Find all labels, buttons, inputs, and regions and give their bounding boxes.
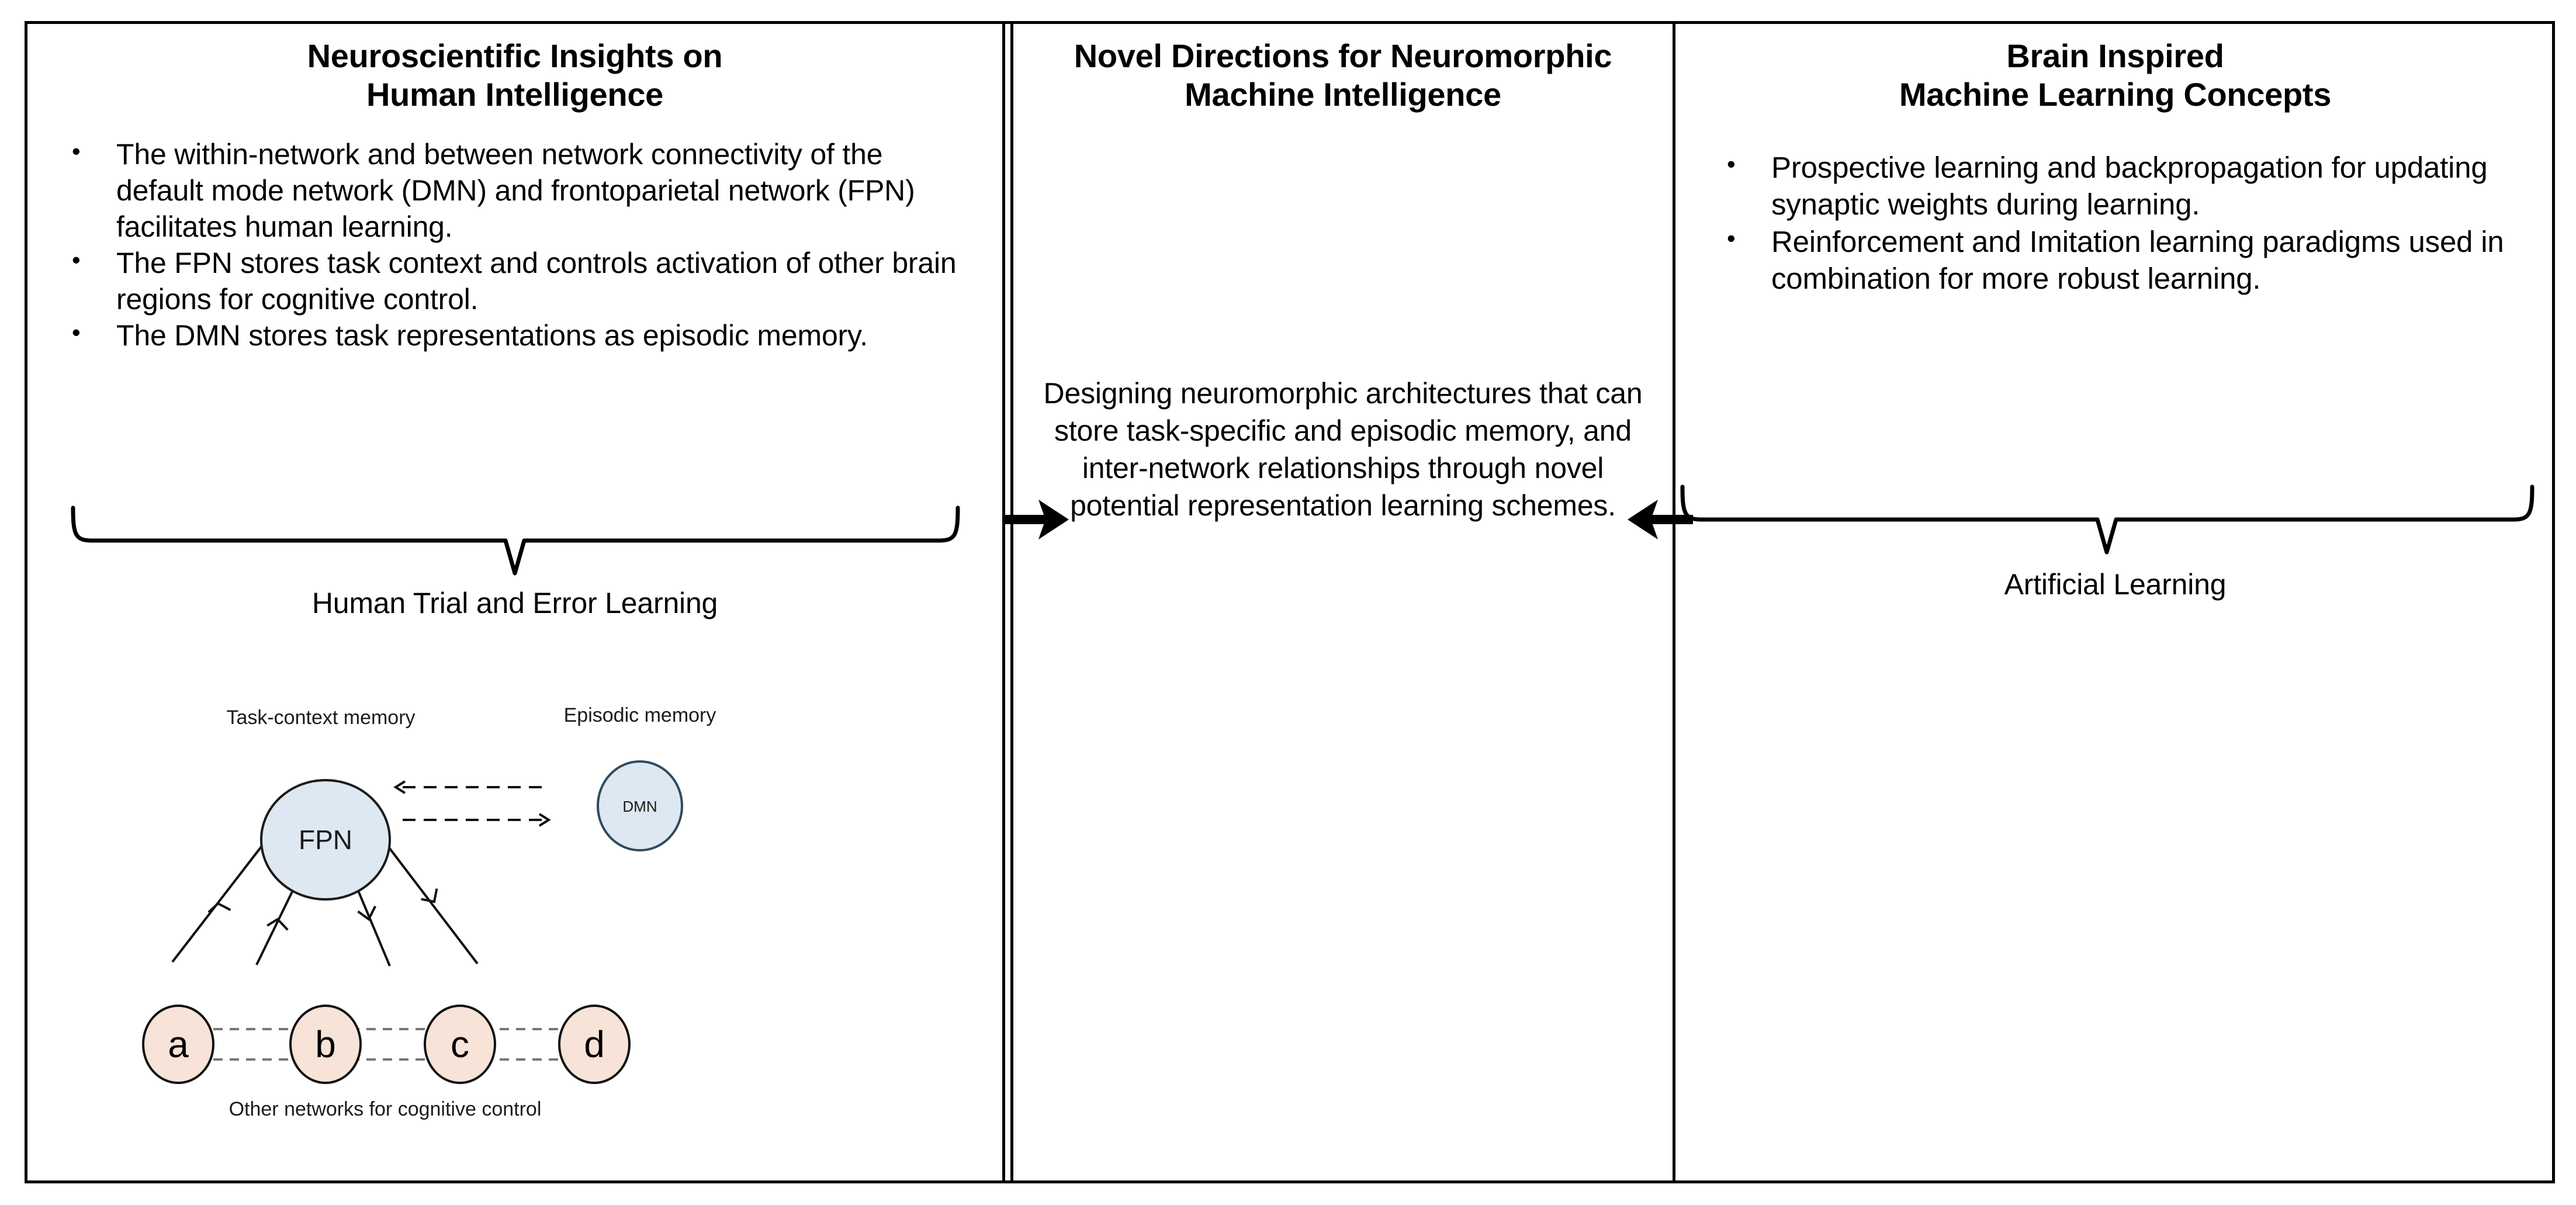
bullet-glyph: • <box>1727 224 1736 252</box>
column-divider-right <box>1673 24 1675 1180</box>
list-item: • Reinforcement and Imitation learning p… <box>1727 223 2542 297</box>
column-title-novel-directions: Novel Directions for Neuromorphic Machin… <box>1074 37 1612 113</box>
brace-caption-artificial-learning: Artificial Learning <box>2004 568 2227 601</box>
network-diagram: Task-context memory Episodic memory <box>133 696 951 1164</box>
node-a: a <box>142 1005 214 1084</box>
bullet-text: Prospective learning and backpropagation… <box>1771 151 2488 221</box>
bullet-text: The FPN stores task context and controls… <box>116 247 957 316</box>
list-item: • The within-network and between network… <box>72 136 965 245</box>
bullet-text: The DMN stores task representations as e… <box>116 319 868 352</box>
brace-group-human-learning: Human Trial and Error Learning <box>27 504 1002 620</box>
column-title-neuroscientific-insights: Neuroscientific Insights on Human Intell… <box>307 37 723 113</box>
bullet-glyph: • <box>72 137 81 165</box>
node-label-fpn: FPN <box>299 825 352 855</box>
node-label-c: c <box>451 1023 469 1065</box>
diagram-label-task-context-memory: Task-context memory <box>226 707 415 729</box>
node-b: b <box>289 1005 362 1084</box>
bullet-glyph: • <box>72 246 81 274</box>
arrow-left-icon <box>1617 491 1693 550</box>
edge-leaf-dashed-links <box>213 1028 571 1061</box>
node-label-b: b <box>315 1023 336 1065</box>
column-divider-left-inner <box>1010 24 1013 1180</box>
node-dmn: DMN <box>597 760 683 851</box>
bullet-text: Reinforcement and Imitation learning par… <box>1771 224 2504 295</box>
node-label-a: a <box>168 1023 189 1065</box>
column-neuroscientific-insights: Neuroscientific Insights on Human Intell… <box>27 24 1002 1180</box>
curly-brace-icon <box>71 505 960 576</box>
diagram-label-other-networks: Other networks for cognitive control <box>229 1098 542 1120</box>
brace-group-artificial-learning: Artificial Learning <box>1675 483 2555 601</box>
arrow-right-icon <box>1003 491 1074 550</box>
node-d: d <box>558 1005 631 1084</box>
diagram-label-episodic-memory: Episodic memory <box>564 704 716 726</box>
node-label-dmn: DMN <box>622 798 657 815</box>
edge-fpn-dmn-bidirectional <box>393 780 551 827</box>
brace-caption-human-trial-and-error-learning: Human Trial and Error Learning <box>311 587 718 619</box>
bullet-glyph: • <box>72 318 81 347</box>
list-item: • The FPN stores task context and contro… <box>72 245 965 317</box>
curly-brace-icon <box>1680 484 2535 555</box>
node-c: c <box>424 1005 496 1084</box>
column-brain-inspired-ml: Brain Inspired Machine Learning Concepts… <box>1675 24 2555 1180</box>
novel-directions-body-text: Designing neuromorphic architectures tha… <box>1043 377 1643 522</box>
column-novel-directions: Novel Directions for Neuromorphic Machin… <box>1013 24 1673 1180</box>
figure-frame: Neuroscientific Insights on Human Intell… <box>25 21 2555 1183</box>
bullet-list-brain-inspired: • Prospective learning and backpropagati… <box>1675 149 2555 297</box>
bullet-text: The within-network and between network c… <box>116 138 915 244</box>
column-divider-left-outer <box>1002 24 1005 1180</box>
list-item: • The DMN stores task representations as… <box>72 317 965 354</box>
column-title-brain-inspired-ml: Brain Inspired Machine Learning Concepts <box>1899 37 2332 113</box>
node-label-d: d <box>584 1023 605 1065</box>
node-fpn: FPN <box>260 779 391 901</box>
list-item: • Prospective learning and backpropagati… <box>1727 149 2542 223</box>
bullet-glyph: • <box>1727 150 1736 178</box>
bullet-list-neuroscientific: • The within-network and between network… <box>27 136 1002 354</box>
